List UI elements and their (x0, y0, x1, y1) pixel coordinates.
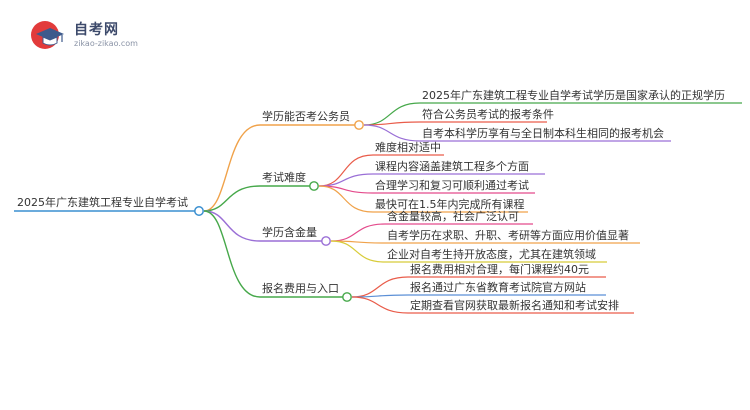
leaf-node[interactable]: 合理学习和复习可顺利通过考试 (375, 179, 529, 192)
branch-node[interactable]: 学历含金量 (262, 226, 317, 239)
branch-node-circle (342, 292, 352, 302)
leaf-connector (330, 240, 386, 263)
graduation-cap-icon (31, 21, 64, 49)
leaf-connector (363, 124, 421, 142)
leaf-node[interactable]: 难度相对适中 (375, 141, 441, 154)
branch-node-circle (354, 120, 364, 130)
leaf-node[interactable]: 含金量较高，社会广泛认可 (387, 210, 519, 223)
leaf-node[interactable]: 报名通过广东省教育考试院官方网站 (410, 281, 586, 294)
leaf-connector (330, 223, 386, 242)
leaf-connector (351, 296, 409, 314)
leaf-connector (318, 154, 374, 187)
leaf-node[interactable]: 课程内容涵盖建筑工程多个方面 (375, 160, 529, 173)
leaf-connector (318, 173, 374, 187)
branch-node[interactable]: 报名费用与入口 (262, 282, 339, 295)
branch-connector (203, 185, 261, 212)
site-title: 自考网 (74, 22, 119, 38)
branch-node[interactable]: 学历能否考公务员 (262, 110, 350, 123)
leaf-node[interactable]: 最快可在1.5年内完成所有课程 (375, 198, 525, 211)
branch-connector (203, 124, 261, 212)
leaf-node[interactable]: 企业对自考生持开放态度，尤其在建筑领域 (387, 248, 596, 261)
branch-connector (203, 210, 261, 298)
leaf-node[interactable]: 定期查看官网获取最新报名通知和考试安排 (410, 299, 619, 312)
leaf-node[interactable]: 自考学历在求职、升职、考研等方面应用价值显著 (387, 229, 629, 242)
root-node-circle (194, 206, 204, 216)
root-node[interactable]: 2025年广东建筑工程专业自学考试 (17, 196, 188, 209)
branch-node[interactable]: 考试难度 (262, 171, 306, 184)
leaf-node[interactable]: 报名费用相对合理，每门课程约40元 (410, 263, 589, 276)
leaf-node[interactable]: 自考本科学历享有与全日制本科生相同的报考机会 (422, 127, 664, 140)
branch-node-circle (321, 236, 331, 246)
leaf-node[interactable]: 2025年广东建筑工程专业自学考试学历是国家承认的正规学历 (422, 89, 725, 102)
leaf-node[interactable]: 符合公务员考试的报考条件 (422, 108, 554, 121)
branch-node-circle (309, 181, 319, 191)
site-url: zikao-zikao.com (74, 39, 138, 48)
branch-connector (203, 210, 261, 242)
site-logo[interactable]: 自考网 zikao-zikao.com (30, 18, 150, 52)
leaf-connector (318, 185, 374, 213)
leaf-connector (351, 276, 409, 298)
leaf-connector (363, 121, 421, 126)
